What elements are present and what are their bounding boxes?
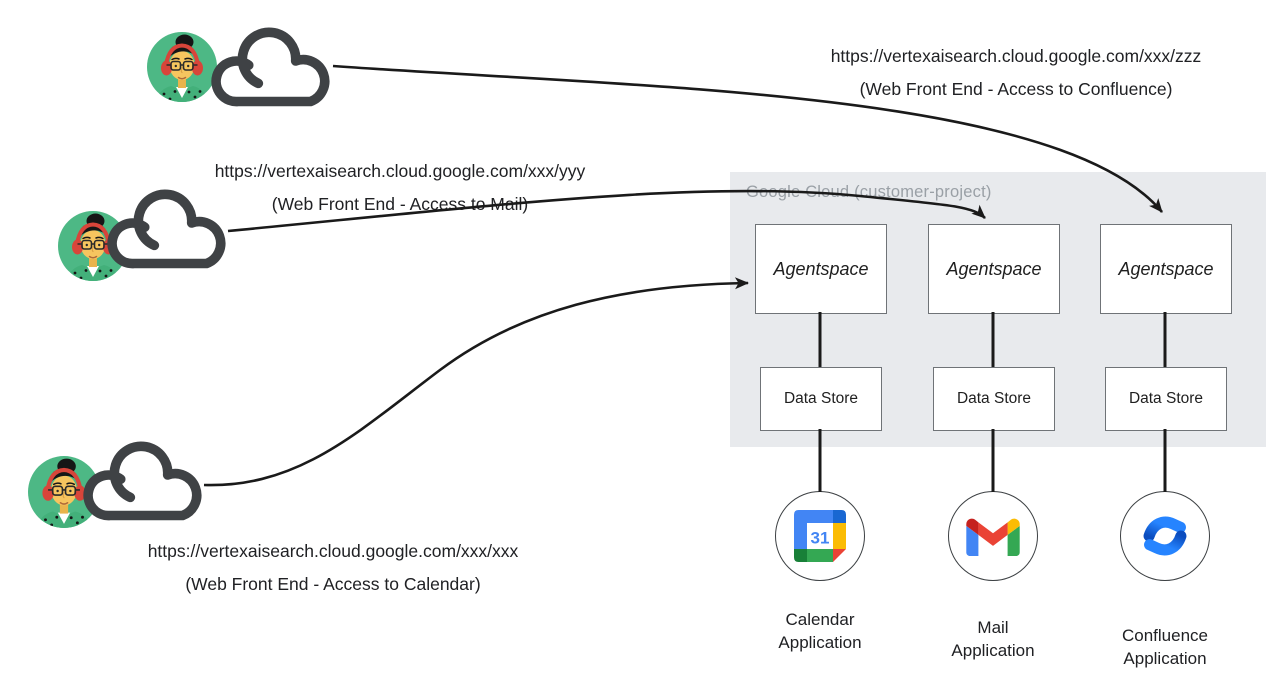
url-label-mail: https://vertexaisearch.cloud.google.com/… [140, 155, 660, 221]
url-caption: (Web Front End - Access to Mail) [271, 194, 529, 214]
app-label-line: Application [951, 641, 1035, 660]
url-text: https://vertexaisearch.cloud.google.com/… [830, 46, 1202, 66]
url-text: https://vertexaisearch.cloud.google.com/… [147, 541, 519, 561]
google-cloud-label: Google Cloud (customer-project) [746, 183, 992, 201]
datastore-label: Data Store [956, 390, 1032, 407]
confluence-app-label: Confluence Application [1080, 624, 1250, 670]
datastore-label: Data Store [1128, 390, 1204, 407]
url-label-calendar: https://vertexaisearch.cloud.google.com/… [73, 535, 593, 601]
cloud-icon [77, 438, 205, 529]
app-label-line: Application [778, 633, 862, 652]
google-calendar-icon: 31 [794, 510, 846, 562]
agentspace-label: Agentspace [946, 258, 1042, 279]
app-label-line: Application [1123, 649, 1207, 668]
calendar-day-number: 31 [811, 529, 830, 548]
url-text: https://vertexaisearch.cloud.google.com/… [214, 161, 586, 181]
datastore-box-calendar: Data Store [760, 367, 882, 431]
cloud-icon [205, 24, 333, 115]
agentspace-box-mail: Agentspace [928, 224, 1060, 314]
calendar-app-circle: 31 [775, 491, 865, 581]
url-caption: (Web Front End - Access to Calendar) [185, 574, 481, 594]
agentspace-box-calendar: Agentspace [755, 224, 887, 314]
agentspace-box-confluence: Agentspace [1100, 224, 1232, 314]
calendar-app-label: Calendar Application [735, 608, 905, 654]
url-caption: (Web Front End - Access to Confluence) [859, 79, 1173, 99]
gmail-icon [966, 516, 1020, 556]
arrow-calendar-request [203, 277, 749, 487]
app-label-line: Mail [977, 618, 1009, 637]
datastore-label: Data Store [783, 390, 859, 407]
confluence-app-circle [1120, 491, 1210, 581]
datastore-box-mail: Data Store [933, 367, 1055, 431]
app-label-line: Confluence [1121, 626, 1208, 645]
agentspace-label: Agentspace [1118, 258, 1214, 279]
url-label-confluence: https://vertexaisearch.cloud.google.com/… [756, 40, 1276, 106]
mail-app-circle [948, 491, 1038, 581]
mail-app-label: Mail Application [908, 616, 1078, 662]
app-label-line: Calendar [785, 610, 855, 629]
agentspace-label: Agentspace [773, 258, 869, 279]
confluence-icon [1138, 509, 1192, 563]
datastore-box-confluence: Data Store [1105, 367, 1227, 431]
